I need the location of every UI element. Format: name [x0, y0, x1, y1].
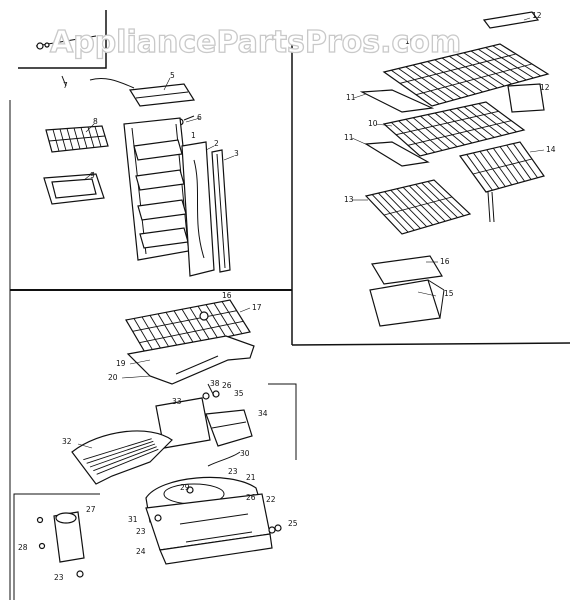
tray32-wires	[83, 438, 159, 475]
label-part-19: 19	[116, 359, 126, 368]
label-part-29: 29	[180, 483, 190, 492]
shelf13-wires	[371, 181, 465, 233]
part-11-shelf-rail-upper	[359, 89, 435, 113]
label-part-20: 20	[108, 373, 118, 382]
part-10-shelf-upper	[382, 43, 550, 107]
watermark: AppliancePartsPros.com	[50, 25, 461, 60]
part-16-crisper-cover	[371, 255, 443, 285]
part-22-25-hardware	[154, 514, 282, 534]
label-part-17: 17	[252, 303, 262, 312]
label-part-26-top: 26	[222, 381, 232, 390]
label-part-16-freezer: 16	[222, 291, 232, 300]
bin-panel-border	[268, 383, 297, 460]
label-part-12-right: 12	[540, 83, 550, 92]
label-part-1: 1	[191, 131, 196, 140]
label-part-23-c: 23	[54, 573, 64, 582]
top-left-panel-border	[18, 10, 107, 69]
label-part-21: 21	[246, 473, 256, 482]
label-part-31: 31	[128, 515, 138, 524]
label-part-16-crisper: 16	[440, 257, 450, 266]
shelf17-wires	[132, 301, 244, 353]
part-12-shelf-trim-top	[482, 11, 540, 29]
rack8-wires	[48, 126, 106, 152]
label-part-10-top: 10	[405, 37, 415, 46]
label-part-10-middle: 10	[368, 119, 378, 128]
label-part-26-bottom: 26	[246, 493, 256, 502]
part-8-door-rack	[45, 125, 109, 153]
label-part-11-lower: 11	[344, 133, 354, 142]
shelf14-wires	[466, 143, 538, 191]
label-part-3: 3	[234, 149, 239, 158]
label-part-23-b: 23	[136, 527, 146, 536]
part-32-ice-tray-cover	[71, 430, 173, 485]
label-part-9: 9	[90, 171, 95, 180]
part-13-shelf-lower	[364, 179, 472, 235]
label-part-30: 30	[240, 449, 250, 458]
label-part-5: 5	[170, 71, 175, 80]
part-15-crisper-pan	[369, 279, 445, 327]
label-part-35: 35	[234, 389, 244, 398]
label-part-12-top: 12	[532, 11, 542, 20]
label-part-27: 27	[86, 505, 96, 514]
label-part-2: 2	[214, 139, 219, 148]
part-9-door-tray	[43, 173, 105, 205]
ice-panel-border	[13, 493, 100, 600]
part-17-freezer-shelf	[125, 299, 251, 355]
label-part-34: 34	[258, 409, 268, 418]
label-part-28: 28	[18, 543, 28, 552]
label-part-6: 6	[197, 113, 202, 122]
part-5-door-trim	[128, 83, 196, 107]
label-part-24: 24	[136, 547, 146, 556]
label-part-11-upper: 11	[346, 93, 356, 102]
label-part-7: 7	[63, 81, 68, 90]
part-12-shelf-trim-right	[507, 83, 545, 113]
part-30-wire	[207, 451, 241, 467]
part-34-ice-bucket	[205, 409, 253, 447]
panel-borders	[9, 10, 571, 600]
part-10-shelf-middle	[382, 101, 526, 157]
leader-lines	[77, 17, 545, 449]
label-part-38: 38	[210, 379, 220, 388]
label-part-32: 32	[62, 437, 72, 446]
label-part-23-a: 23	[228, 467, 238, 476]
part-19-20-drip-pan	[126, 335, 255, 385]
part-27-ice-maker-motor	[36, 511, 85, 578]
part-2-door-panel	[181, 141, 215, 277]
part-24-housing	[145, 493, 273, 565]
label-part-13: 13	[344, 195, 354, 204]
part-1-door-liner	[123, 117, 195, 261]
label-part-15: 15	[444, 289, 454, 298]
label-part-22: 22	[266, 495, 276, 504]
shelf10a-wires	[390, 45, 541, 105]
label-part-33: 33	[172, 397, 182, 406]
part-11-shelf-rail-lower	[364, 141, 430, 167]
part-labels: 7 5 6 1 2 3 8 9 12 10 11 12 10 11 14 13 …	[18, 11, 556, 582]
label-part-8: 8	[93, 117, 98, 126]
part-36-38-fasteners	[202, 383, 220, 400]
part-14-shelf-side	[458, 141, 545, 223]
part-7-cord	[35, 35, 135, 89]
label-part-14: 14	[546, 145, 556, 154]
shelf10b-wires	[390, 103, 517, 155]
label-part-25: 25	[288, 519, 298, 528]
right-panel-bottom-edge	[291, 342, 571, 346]
part-3-gasket	[211, 149, 231, 273]
